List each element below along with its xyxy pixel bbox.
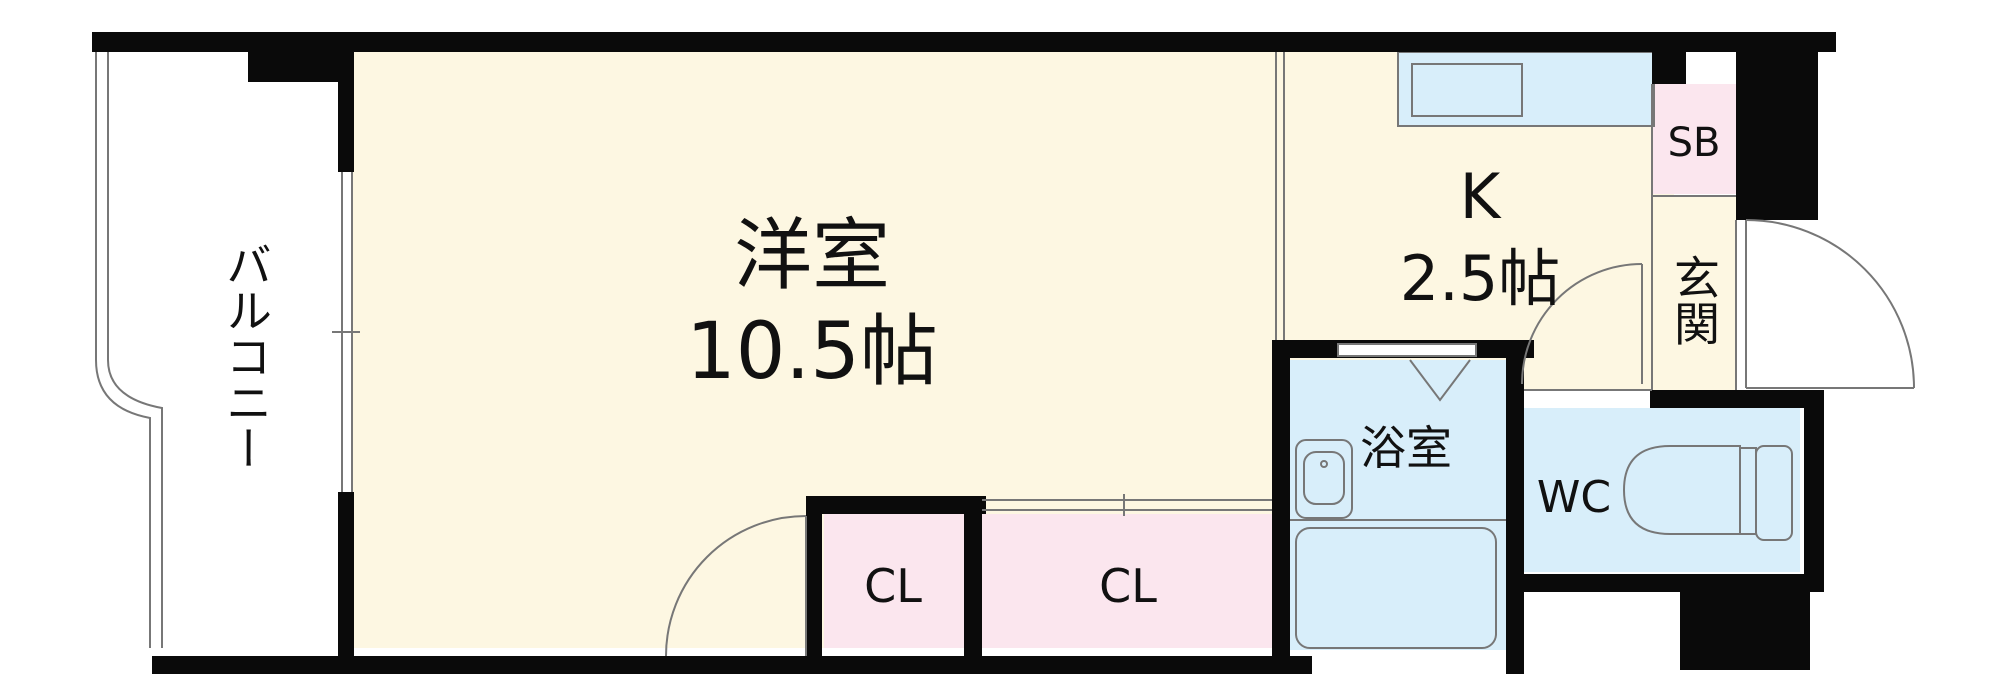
kitchen-size: 2.5帖 (1400, 242, 1561, 315)
kitchen-name: K (1460, 160, 1502, 233)
closet-small-area (824, 514, 964, 648)
ventilation-mark (1337, 343, 1477, 402)
entrance-label: 玄関 (1667, 254, 1721, 346)
door-swings (665, 219, 1915, 657)
closet-large-area (982, 514, 1274, 648)
western-room-size: 10.5帖 (686, 307, 938, 397)
balcony-label: バルコニー (219, 241, 273, 471)
closet-small-label: CL (864, 559, 922, 613)
kitchen-sink (1411, 63, 1523, 117)
shoe-box-area (1652, 84, 1736, 194)
bath-label: 浴室 (1360, 421, 1452, 475)
toilet-bowl (1622, 445, 1793, 541)
balcony (95, 48, 163, 648)
washbasin (1295, 439, 1353, 519)
fixtures (332, 52, 1736, 521)
entrance-floor (1652, 196, 1736, 390)
shoe-box-label: SB (1668, 120, 1721, 166)
closet-large-label: CL (1099, 559, 1157, 613)
western-room-name: 洋室 (734, 211, 890, 301)
toilet-label: WC (1537, 472, 1611, 523)
bathtub (1295, 527, 1497, 649)
